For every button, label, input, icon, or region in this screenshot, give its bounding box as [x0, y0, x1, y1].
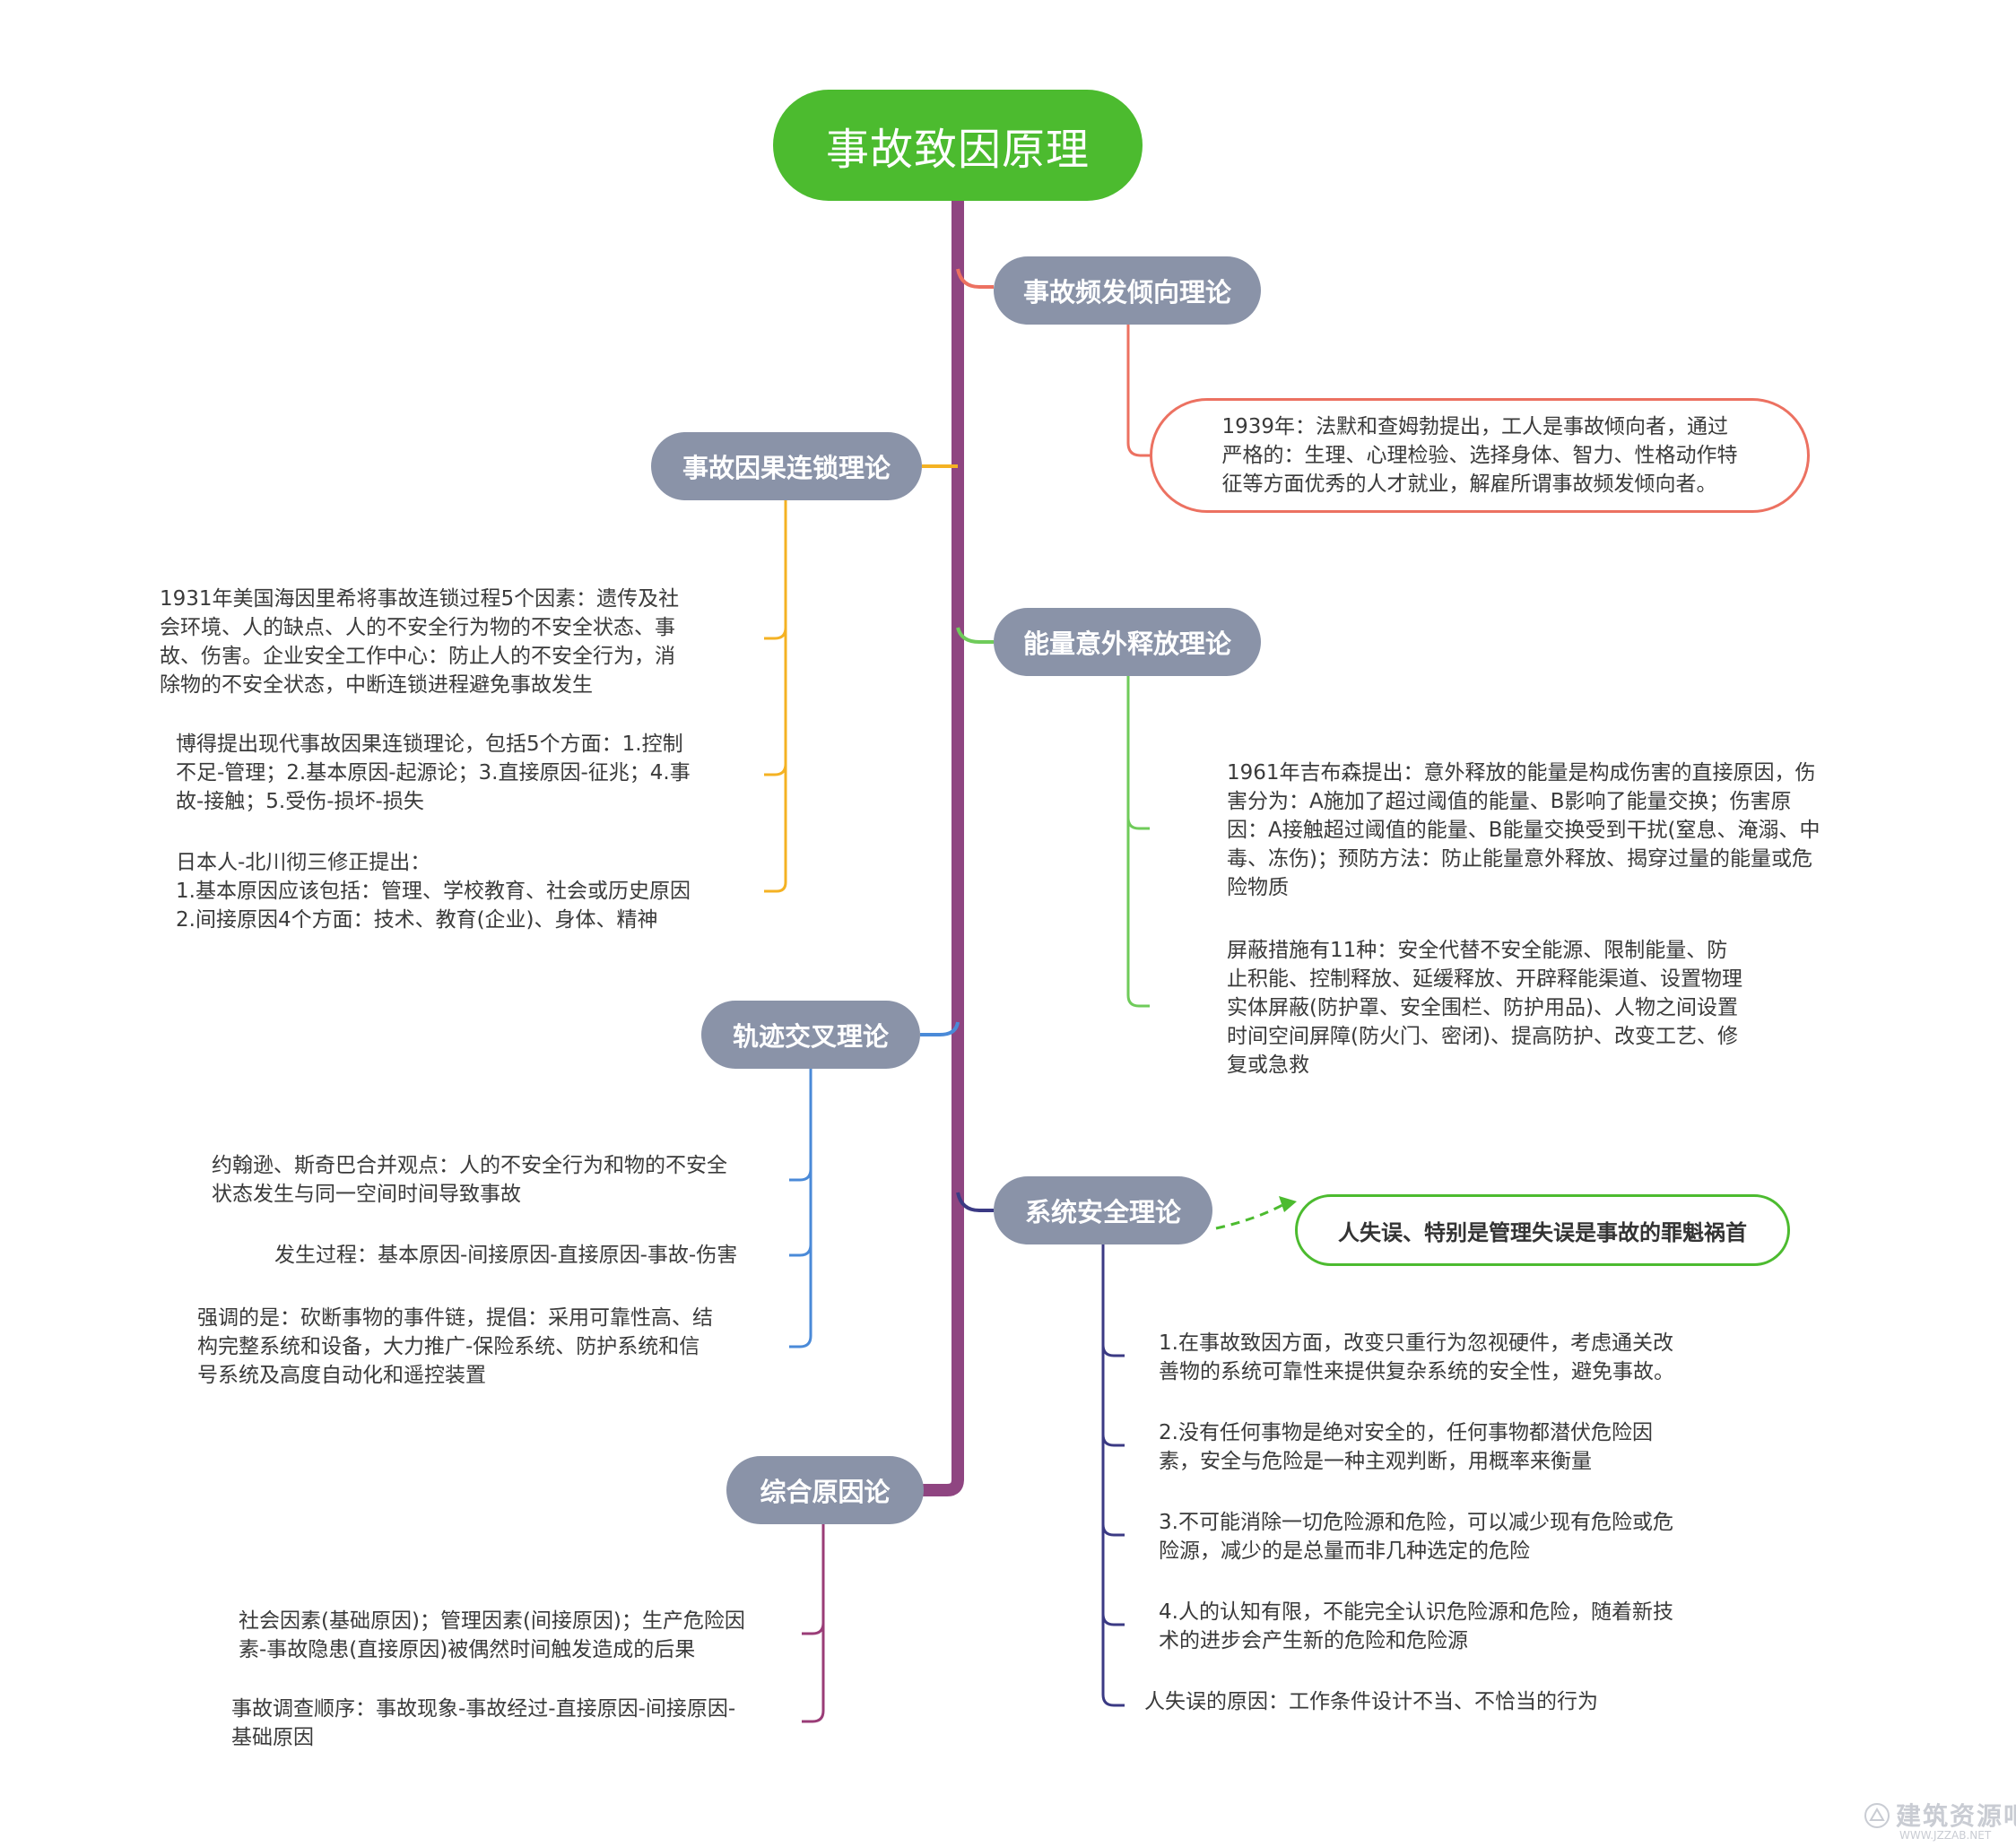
- trajectory-item-1: 约翰逊、斯奇巴合并观点：人的不安全行为和物的不安全 状态发生与同一空间时间导致事…: [212, 1154, 727, 1206]
- energy-release-item-2: 屏蔽措施有11种：安全代替不安全能源、限制能量、防 止积能、控制释放、延缓释放、…: [1227, 939, 1742, 1077]
- watermark-text: 建筑资源吧: [1896, 1801, 2016, 1831]
- trajectory-item-2: 发生过程：基本原因-间接原因-直接原因-事故-伤害: [274, 1244, 738, 1267]
- system-safety-item-2: 2.没有任何事物是绝对安全的，任何事物都潜伏危险因 素，安全与危险是一种主观判断…: [1159, 1421, 1653, 1473]
- accident-proneness-note: 1939年：法默和查姆勃提出，工人是事故倾向者，通过 严格的：生理、心理检验、选…: [1150, 398, 1810, 513]
- system-safety-item-3: 3.不可能消除一切危险源和危险，可以减少现有危险或危 险源，减少的是总量而非几种…: [1159, 1511, 1673, 1563]
- branch-causal-chain[interactable]: 事故因果连锁理论: [651, 432, 922, 500]
- root-node[interactable]: 事故致因原理: [773, 90, 1143, 201]
- connector-accident-proneness: [956, 268, 994, 289]
- leaf-lines-system-safety: [1101, 1244, 1125, 1707]
- branch-system-safety[interactable]: 系统安全理论: [994, 1176, 1212, 1244]
- system-safety-item-4: 4.人的认知有限，不能完全认识危险源和危险，随着新技 术的进步会产生新的危险和危…: [1159, 1600, 1673, 1652]
- leaf-lines-comprehensive: [802, 1524, 825, 1723]
- causal-chain-item-1: 1931年美国海因里希将事故连锁过程5个因素：遗传及社 会环境、人的缺点、人的不…: [160, 587, 680, 697]
- causal-chain-item-2: 博得提出现代事故因果连锁理论，包括5个方面：1.控制 不足-管理；2.基本原因-…: [176, 733, 691, 813]
- branch-accident-proneness[interactable]: 事故频发倾向理论: [994, 256, 1261, 325]
- watermark-logo-icon: [1864, 1803, 1890, 1828]
- branch-trajectory[interactable]: 轨迹交叉理论: [701, 1001, 920, 1069]
- energy-release-item-1: 1961年吉布森提出：意外释放的能量是构成伤害的直接原因，伤 害分为：A施加了超…: [1227, 761, 1820, 899]
- watermark-url: WWW.JZZAB.NET: [1899, 1829, 1992, 1842]
- causal-chain-item-3: 日本人-北川彻三修正提出： 1.基本原因应该包括：管理、学校教育、社会或历史原因…: [176, 851, 691, 932]
- branch-comprehensive[interactable]: 综合原因论: [726, 1456, 924, 1524]
- leaf-line-accident-proneness: [1126, 323, 1151, 457]
- leaf-lines-causal-chain: [764, 500, 787, 893]
- connector-trajectory: [920, 1021, 960, 1036]
- callout-arrow-head: [1279, 1196, 1297, 1212]
- branch-energy-release[interactable]: 能量意外释放理论: [994, 608, 1261, 676]
- system-safety-item-1: 1.在事故致因方面，改变只重行为忽视硬件，考虑通关改 善物的系统可靠性来提供复杂…: [1159, 1331, 1674, 1383]
- root-title: 事故致因原理: [825, 125, 1090, 175]
- connector-energy-release: [956, 627, 994, 644]
- trunk-line: [917, 195, 964, 1496]
- comprehensive-item-2: 事故调查顺序：事故现象-事故经过-直接原因-间接原因- 基础原因: [231, 1697, 736, 1749]
- connector-system-safety: [956, 1192, 994, 1212]
- trajectory-item-3: 强调的是：砍断事物的事件链，提倡：采用可靠性高、结 构完整系统和设备，大力推广-…: [197, 1306, 713, 1387]
- comprehensive-item-1: 社会因素(基础原因)；管理因素(间接原因)；生产危险因 素-事故隐患(直接原因)…: [239, 1609, 745, 1661]
- system-safety-callout: 人失误、特别是管理失误是事故的罪魁祸首: [1295, 1194, 1790, 1266]
- leaf-lines-energy-release: [1126, 676, 1150, 1008]
- system-safety-item-5: 人失误的原因：工作条件设计不当、不恰当的行为: [1144, 1690, 1598, 1713]
- callout-arrow: [1215, 1203, 1283, 1230]
- leaf-lines-trajectory: [789, 1069, 812, 1348]
